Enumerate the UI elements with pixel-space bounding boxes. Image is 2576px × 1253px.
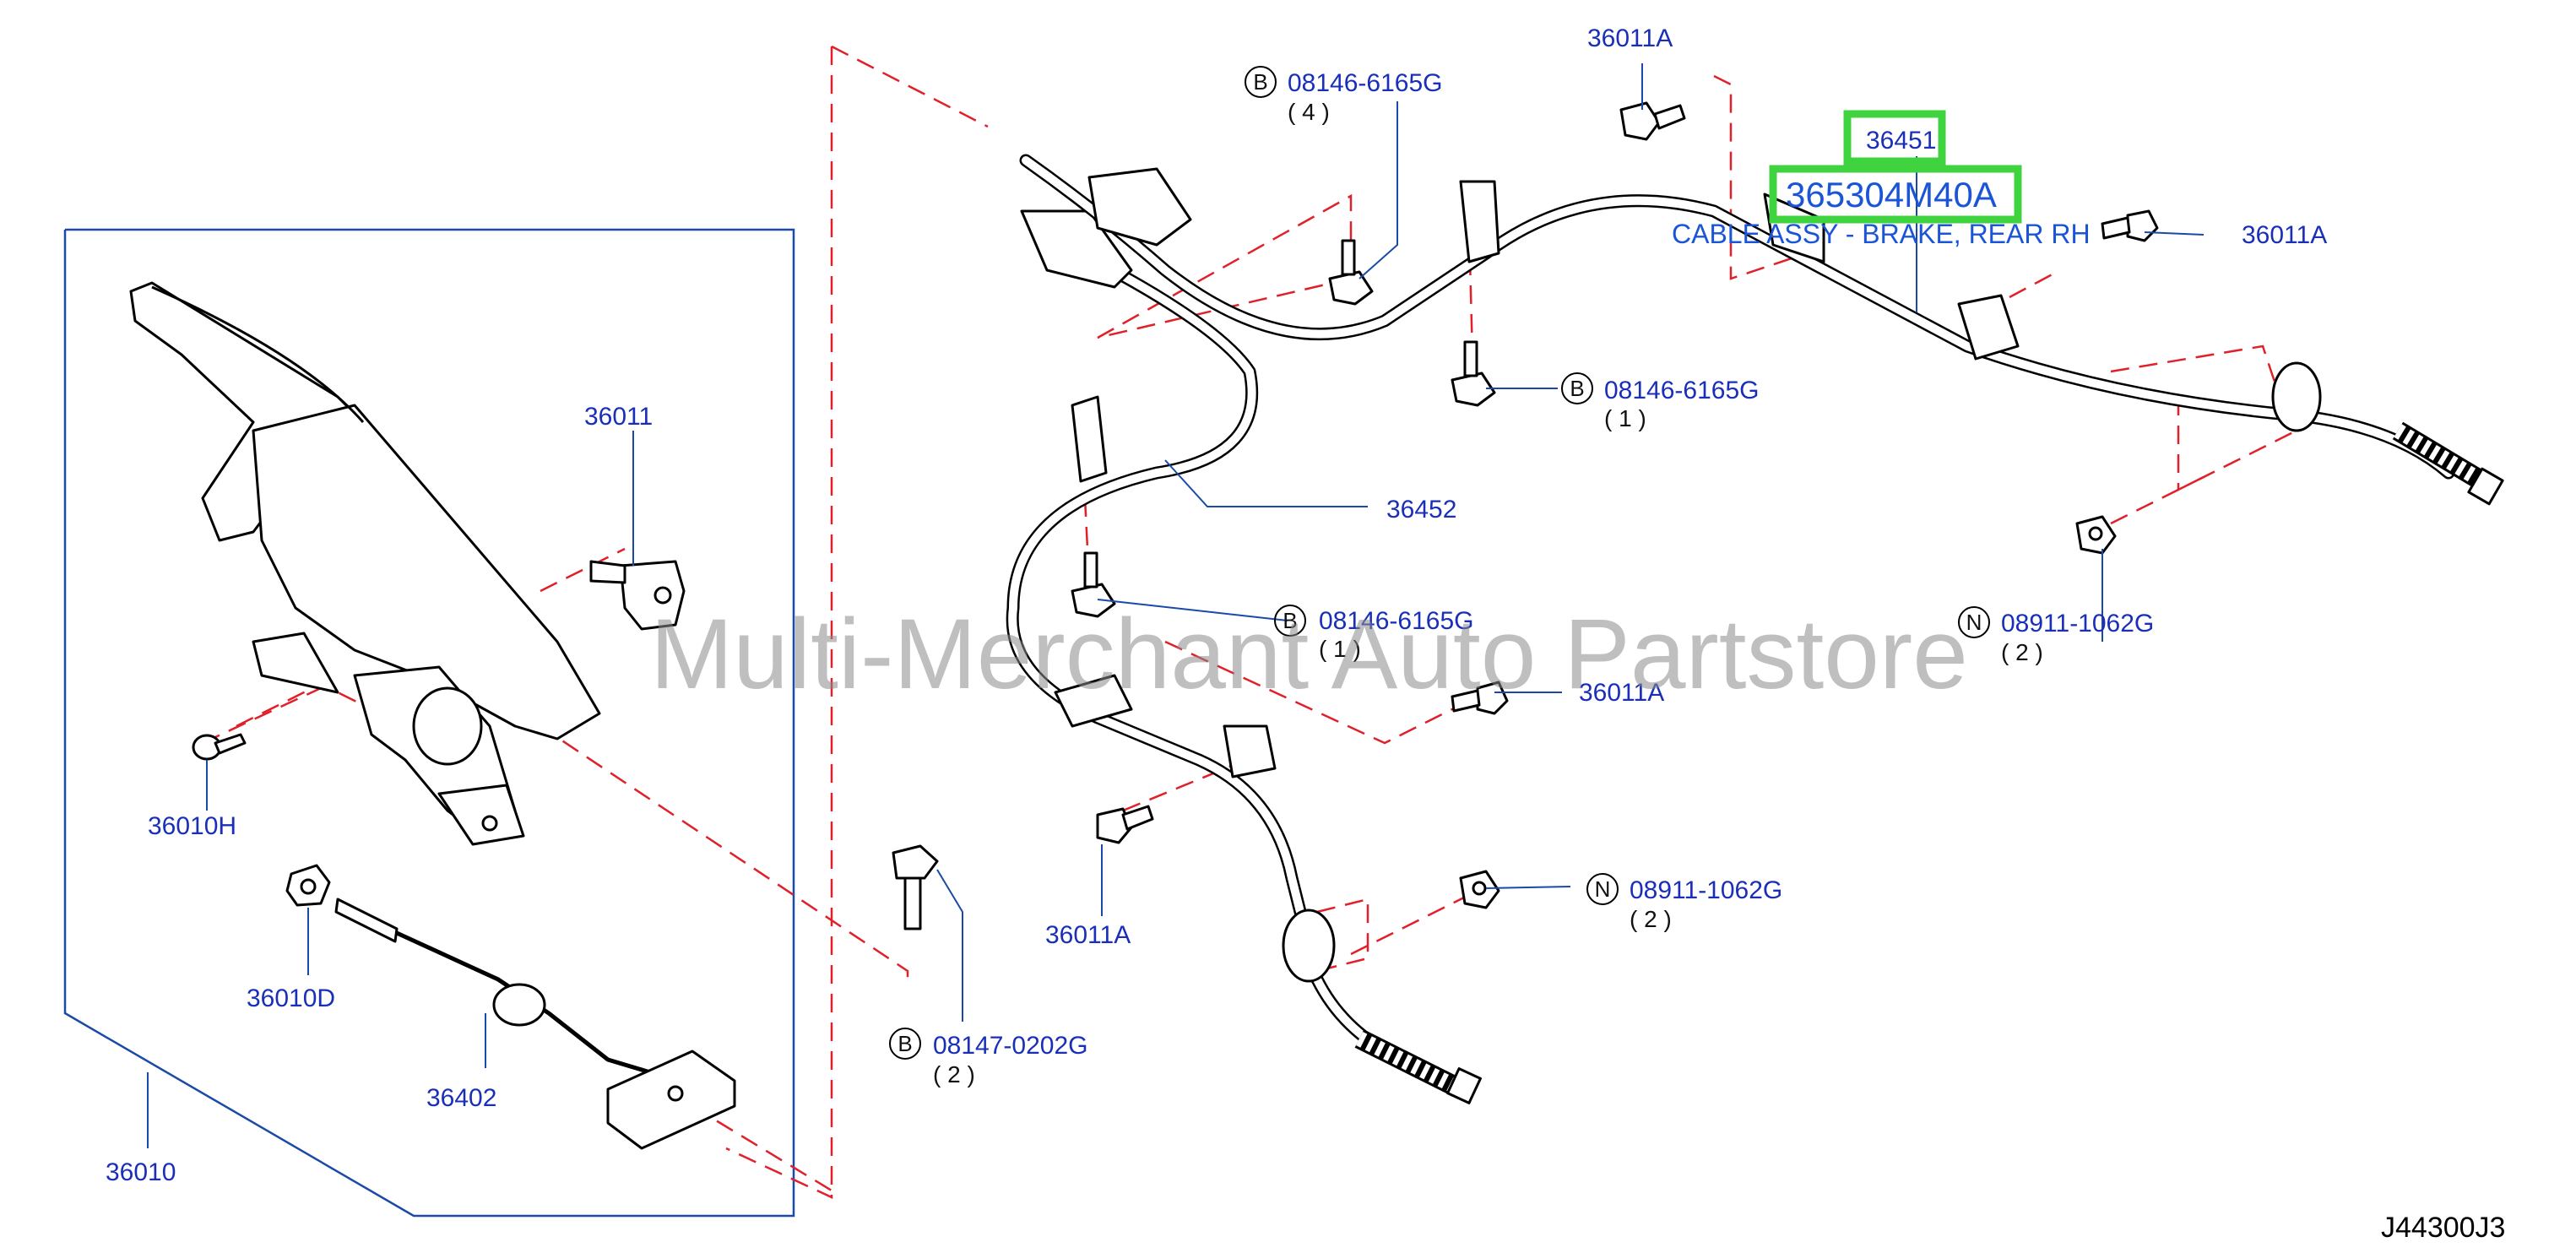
- label-36011a-right[interactable]: 36011A: [2242, 221, 2327, 249]
- qty-08911-1062g-right: ( 2 ): [2001, 639, 2043, 665]
- prefix-b-3: B: [1283, 608, 1297, 633]
- bolt-08147-0202g: [892, 844, 939, 930]
- label-36010[interactable]: 36010: [106, 1158, 176, 1186]
- leader-lines: [147, 63, 2205, 1148]
- label-36011a-center[interactable]: 36011A: [1579, 679, 1664, 707]
- brake-cable-36451: [1019, 154, 2504, 506]
- nut-36010d: [285, 864, 331, 907]
- bracket-36011: [589, 560, 686, 631]
- qty-08146-6165g-low: ( 1 ): [1319, 636, 1361, 662]
- prefix-b-2: B: [1570, 376, 1584, 401]
- label-36011a-lower[interactable]: 36011A: [1045, 921, 1131, 949]
- brake-cable-36452: [1006, 209, 1482, 1104]
- prefix-n-2: N: [1595, 876, 1611, 902]
- parking-brake-lever: [129, 281, 601, 846]
- prefix-b-4: B: [898, 1031, 912, 1056]
- label-08911-1062g-lower[interactable]: 08911-1062G: [1630, 876, 1782, 904]
- label-36452[interactable]: 36452: [1386, 496, 1456, 523]
- label-08146-6165g-top[interactable]: 08146-6165G: [1288, 69, 1443, 97]
- label-36011a-top[interactable]: 36011A: [1587, 24, 1673, 52]
- label-36402[interactable]: 36402: [426, 1084, 496, 1112]
- label-08146-6165g-low[interactable]: 08146-6165G: [1319, 607, 1474, 635]
- callout-labels: B 08146-6165G ( 4 ) 36011A 36011A B 0814…: [106, 24, 2327, 1186]
- prefix-n-1: N: [1966, 610, 1982, 635]
- screw-36010h: [192, 733, 247, 761]
- label-36010h[interactable]: 36010H: [148, 812, 236, 840]
- qty-08146-6165g-mid: ( 1 ): [1604, 405, 1646, 431]
- watermark-text: Multi-Merchant Auto Partstore: [650, 599, 1968, 710]
- label-08146-6165g-mid[interactable]: 08146-6165G: [1604, 377, 1760, 404]
- label-08911-1062g-right[interactable]: 08911-1062G: [2001, 610, 2154, 637]
- prefix-b-1: B: [1253, 69, 1267, 95]
- qty-08147-0202g: ( 2 ): [933, 1061, 975, 1088]
- part-description: CABLE ASSY - BRAKE, REAR RH: [1672, 219, 2091, 249]
- cable-fasteners: [1071, 101, 2159, 909]
- qty-08146-6165g-top: ( 4 ): [1288, 99, 1330, 125]
- adjuster-rod-36402: [334, 898, 736, 1150]
- assembly-group-box: [63, 228, 795, 1218]
- label-08147-0202g[interactable]: 08147-0202G: [933, 1032, 1088, 1060]
- highlight-box-part-number: [1843, 110, 1946, 165]
- highlight-box-oem-number: [1769, 165, 2022, 224]
- label-36011[interactable]: 36011: [584, 403, 653, 431]
- qty-08911-1062g-lower: ( 2 ): [1630, 906, 1672, 932]
- label-oem-365304m40a[interactable]: 365304M40A: [1786, 175, 1997, 214]
- label-36010d[interactable]: 36010D: [247, 984, 335, 1012]
- label-36451-highlighted[interactable]: 36451: [1866, 127, 1936, 155]
- diagram-code: J44300J3: [2381, 1212, 2505, 1244]
